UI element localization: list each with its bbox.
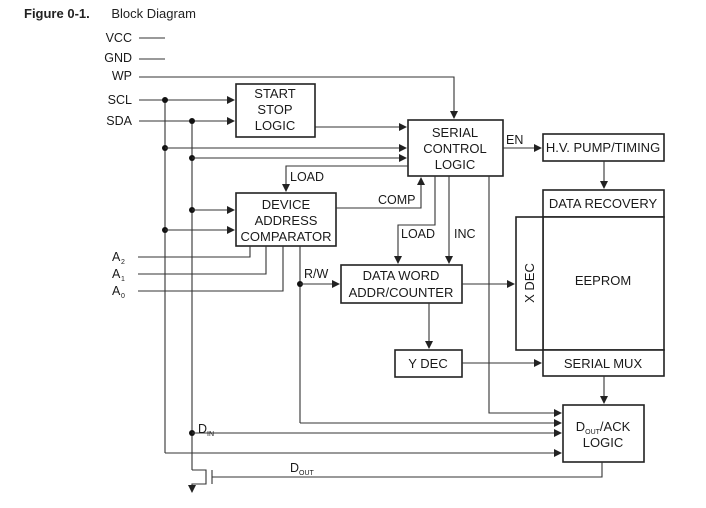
signal-load-top: LOAD bbox=[290, 170, 324, 184]
a2-line bbox=[138, 246, 251, 258]
block-data-recovery: DATA RECOVERY bbox=[542, 189, 665, 218]
svg-text:A: A bbox=[112, 284, 121, 298]
transistor-drain bbox=[188, 469, 207, 493]
svg-text:DATA WORD: DATA WORD bbox=[363, 268, 440, 283]
svg-text:D: D bbox=[198, 422, 207, 436]
signal-en: EN bbox=[506, 133, 523, 147]
block-start-stop-logic: START STOP LOGIC bbox=[235, 83, 316, 138]
svg-text:D: D bbox=[290, 461, 299, 475]
pin-a0: A 0 bbox=[112, 284, 125, 300]
svg-text:X DEC: X DEC bbox=[522, 263, 537, 303]
signal-load-mid: LOAD bbox=[401, 227, 435, 241]
svg-text:CONTROL: CONTROL bbox=[423, 141, 487, 156]
serial-to-dout bbox=[488, 176, 562, 417]
svg-text:2: 2 bbox=[121, 259, 125, 266]
block-serial-mux: SERIAL MUX bbox=[542, 349, 665, 377]
svg-text:LOGIC: LOGIC bbox=[435, 157, 475, 172]
signal-rw: R/W bbox=[304, 267, 329, 281]
wp-line bbox=[139, 76, 458, 119]
figure-title: Figure 0-1. Block Diagram bbox=[24, 6, 196, 21]
svg-text:A: A bbox=[112, 267, 121, 281]
block-dout-ack-logic: DOUT/ACK LOGIC bbox=[562, 404, 645, 463]
junction bbox=[189, 118, 195, 124]
svg-text:Y DEC: Y DEC bbox=[408, 356, 448, 371]
svg-text:ADDR/COUNTER: ADDR/COUNTER bbox=[349, 285, 454, 300]
svg-text:H.V. PUMP/TIMING: H.V. PUMP/TIMING bbox=[546, 140, 660, 155]
pin-scl: SCL bbox=[108, 93, 132, 107]
svg-text:STOP: STOP bbox=[257, 102, 292, 117]
figure-number: Figure 0-1. bbox=[24, 6, 90, 21]
dout-line bbox=[212, 462, 603, 478]
block-eeprom: EEPROM bbox=[542, 216, 665, 351]
pin-gnd: GND bbox=[104, 51, 132, 65]
svg-text:EEPROM: EEPROM bbox=[575, 273, 631, 288]
svg-text:1: 1 bbox=[121, 276, 125, 283]
svg-text:START: START bbox=[254, 86, 295, 101]
signal-comp: COMP bbox=[378, 193, 416, 207]
block-hv-pump-timing: H.V. PUMP/TIMING bbox=[542, 133, 665, 162]
svg-text:IN: IN bbox=[207, 431, 214, 438]
a0-line bbox=[138, 246, 284, 292]
block-x-dec: X DEC bbox=[515, 216, 544, 351]
signal-din: D IN bbox=[198, 422, 214, 438]
svg-text:COMPARATOR: COMPARATOR bbox=[240, 229, 331, 244]
svg-text:ADDRESS: ADDRESS bbox=[255, 213, 318, 228]
signal-dout: D OUT bbox=[290, 461, 315, 477]
pin-sda: SDA bbox=[106, 114, 132, 128]
svg-text:OUT: OUT bbox=[299, 470, 315, 477]
block-y-dec: Y DEC bbox=[394, 349, 463, 378]
svg-text:LOGIC: LOGIC bbox=[583, 435, 623, 450]
comp-line bbox=[336, 177, 425, 209]
block-device-address-comparator: DEVICE ADDRESS COMPARATOR bbox=[235, 192, 337, 247]
svg-text:SERIAL MUX: SERIAL MUX bbox=[564, 356, 643, 371]
svg-text:SERIAL: SERIAL bbox=[432, 125, 478, 140]
svg-text:LOGIC: LOGIC bbox=[255, 118, 295, 133]
pin-a1: A 1 bbox=[112, 267, 125, 283]
block-data-word-addr-counter: DATA WORD ADDR/COUNTER bbox=[340, 264, 463, 304]
svg-text:DEVICE: DEVICE bbox=[262, 197, 311, 212]
figure-caption: Block Diagram bbox=[111, 6, 196, 21]
block-serial-control-logic: SERIAL CONTROL LOGIC bbox=[407, 119, 504, 177]
a1-line bbox=[138, 246, 267, 275]
pin-a2: A 2 bbox=[112, 250, 125, 266]
load-to-comparator bbox=[282, 165, 408, 192]
pin-wp: WP bbox=[112, 69, 132, 83]
svg-text:DOUT/ACK: DOUT/ACK bbox=[576, 419, 631, 436]
load-to-data-word bbox=[394, 176, 436, 264]
svg-text:A: A bbox=[112, 250, 121, 264]
svg-text:DATA RECOVERY: DATA RECOVERY bbox=[549, 196, 658, 211]
junction bbox=[162, 97, 168, 103]
pin-vcc: VCC bbox=[106, 31, 132, 45]
signal-inc: INC bbox=[454, 227, 476, 241]
svg-text:0: 0 bbox=[121, 293, 125, 300]
